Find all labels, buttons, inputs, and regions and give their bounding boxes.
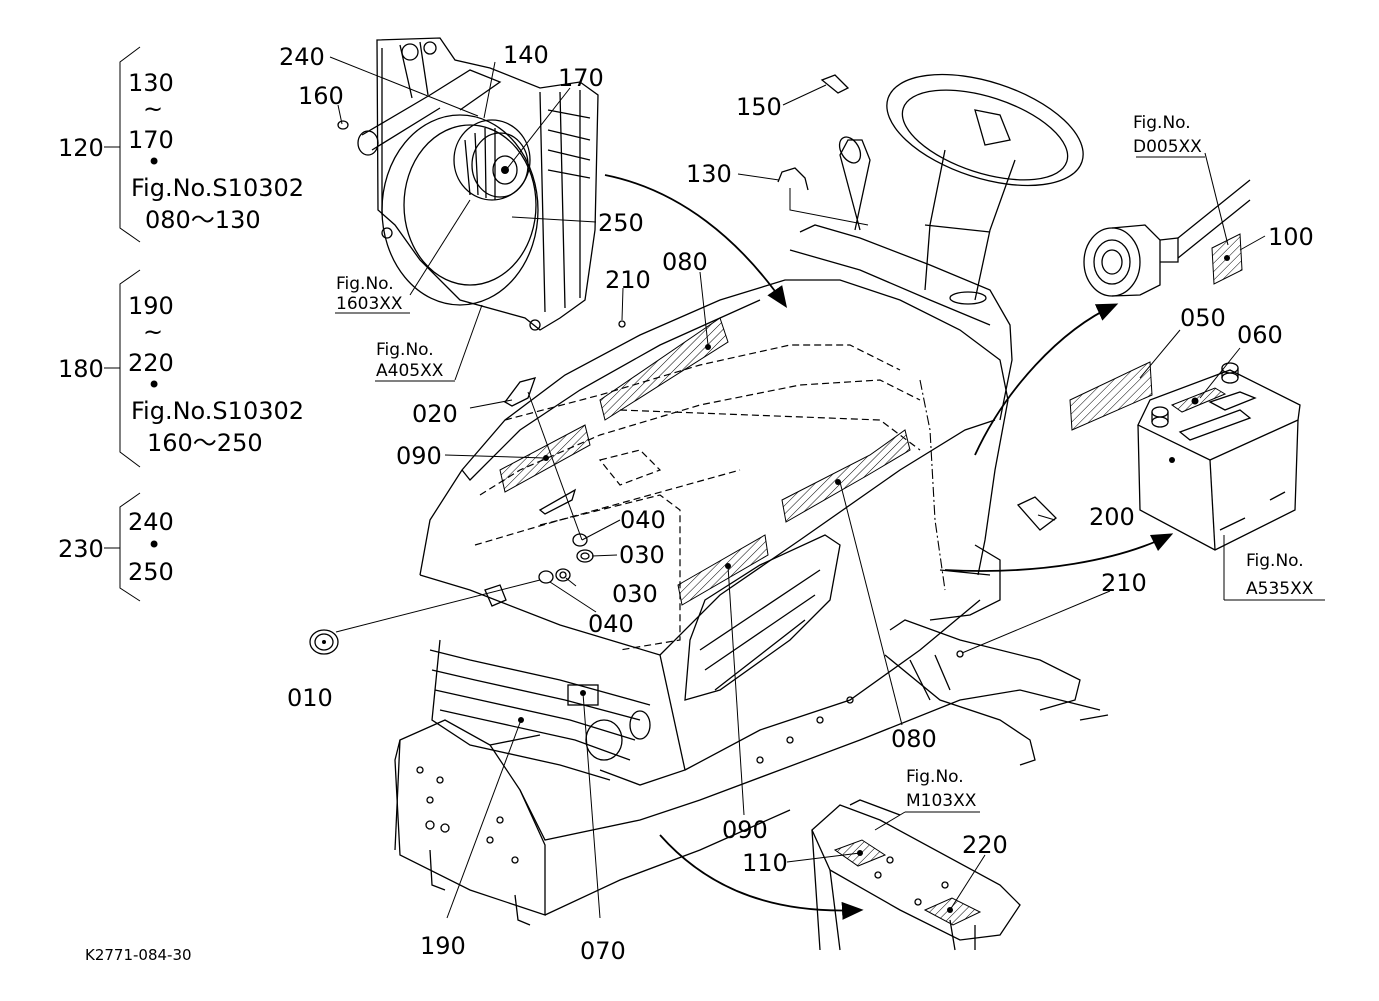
callout-130: 130: [686, 160, 732, 188]
callout-050: 050: [1180, 304, 1226, 332]
leader-lines: [329, 56, 1325, 919]
group-line: 250: [128, 558, 174, 586]
callout-090: 090: [396, 442, 442, 470]
callout-200: 200: [1089, 503, 1135, 531]
callout-090: 090: [722, 816, 768, 844]
group-id: 180: [58, 355, 104, 383]
fig-ref-title: Fig.No.: [336, 274, 394, 294]
decals: [484, 317, 911, 723]
group-line: 170: [128, 126, 174, 154]
callout-140: 140: [503, 41, 549, 69]
fig-ref-title: Fig.No.: [376, 340, 434, 360]
assembly-arrows: [604, 174, 1174, 920]
fig-ref-code: A535XX: [1246, 579, 1314, 599]
callout-040: 040: [620, 506, 666, 534]
fig-ref-title: Fig.No.: [1246, 551, 1304, 571]
fig-ref-m103xx: Fig.No. M103XX: [906, 767, 977, 811]
group-line: 190: [128, 292, 174, 320]
group-line: •: [147, 371, 161, 399]
group-line: 160～250: [147, 429, 263, 457]
callout-160: 160: [298, 82, 344, 110]
group-line: Fig.No.S10302: [131, 174, 304, 202]
callout-060: 060: [1237, 321, 1283, 349]
callout-080: 080: [891, 725, 937, 753]
frame-bracket: [811, 799, 1021, 951]
group-legend: 120 130 ~ 170 • Fig.No.S10302 080～130 18…: [58, 46, 304, 602]
callout-030: 030: [612, 580, 658, 608]
callout-070: 070: [580, 937, 626, 965]
group-line: 130: [128, 69, 174, 97]
callout-110: 110: [742, 849, 788, 877]
decal-050: [1069, 361, 1153, 431]
fig-ref-code: M103XX: [906, 791, 977, 811]
callout-190: 190: [420, 932, 466, 960]
group-line: •: [147, 531, 161, 559]
group-line: ~: [143, 318, 163, 346]
callout-150: 150: [736, 93, 782, 121]
callout-040: 040: [588, 610, 634, 638]
callout-250: 250: [598, 209, 644, 237]
callout-labels: 240 140 170 160 250 150 130 100 050 060 …: [279, 41, 1314, 965]
fig-ref-code: A405XX: [376, 361, 444, 381]
callout-170: 170: [558, 64, 604, 92]
callout-220: 220: [962, 831, 1008, 859]
fig-ref-code: 1603XX: [336, 294, 403, 314]
small-parts: [309, 74, 1057, 658]
group-120: 120 130 ~ 170 • Fig.No.S10302 080～130: [58, 46, 304, 243]
callout-240: 240: [279, 43, 325, 71]
drawing-code: K2771-084-30: [85, 946, 192, 964]
callout-010: 010: [287, 684, 333, 712]
callout-210: 210: [605, 266, 651, 294]
group-line: 080～130: [145, 206, 261, 234]
group-180: 180 190 ~ 220 • Fig.No.S10302 160～250: [58, 269, 304, 468]
chassis-frame: [394, 619, 1109, 926]
dash-panel: [789, 136, 1013, 421]
hood: [419, 279, 1009, 786]
group-line: •: [147, 148, 161, 176]
group-line: Fig.No.S10302: [131, 397, 304, 425]
key-switch: [1083, 179, 1251, 297]
fig-ref-title: Fig.No.: [1133, 113, 1191, 133]
callout-210: 210: [1101, 569, 1147, 597]
fig-ref-a535xx: Fig.No. A535XX: [1246, 551, 1314, 599]
group-line: 220: [128, 349, 174, 377]
callout-020: 020: [412, 400, 458, 428]
battery: [1137, 362, 1301, 551]
callout-100: 100: [1268, 223, 1314, 251]
group-line: ~: [143, 95, 163, 123]
group-230: 230 240 • 250: [58, 492, 174, 602]
radiator-fan-assembly: [357, 37, 599, 331]
fig-ref-1603xx: Fig.No. 1603XX: [336, 274, 403, 314]
fig-ref-d005xx: Fig.No. D005XX: [1133, 113, 1202, 157]
rear-body: [919, 379, 1001, 621]
group-line: 240: [128, 508, 174, 536]
figure-references: Fig.No. 1603XX Fig.No. A405XX Fig.No. D0…: [336, 113, 1314, 811]
callout-080: 080: [662, 248, 708, 276]
steering-wheel: [886, 73, 1084, 301]
fig-ref-code: D005XX: [1133, 137, 1202, 157]
group-id: 120: [58, 134, 104, 162]
fig-ref-title: Fig.No.: [906, 767, 964, 787]
group-id: 230: [58, 535, 104, 563]
callout-030: 030: [619, 541, 665, 569]
fig-ref-a405xx: Fig.No. A405XX: [376, 340, 444, 381]
